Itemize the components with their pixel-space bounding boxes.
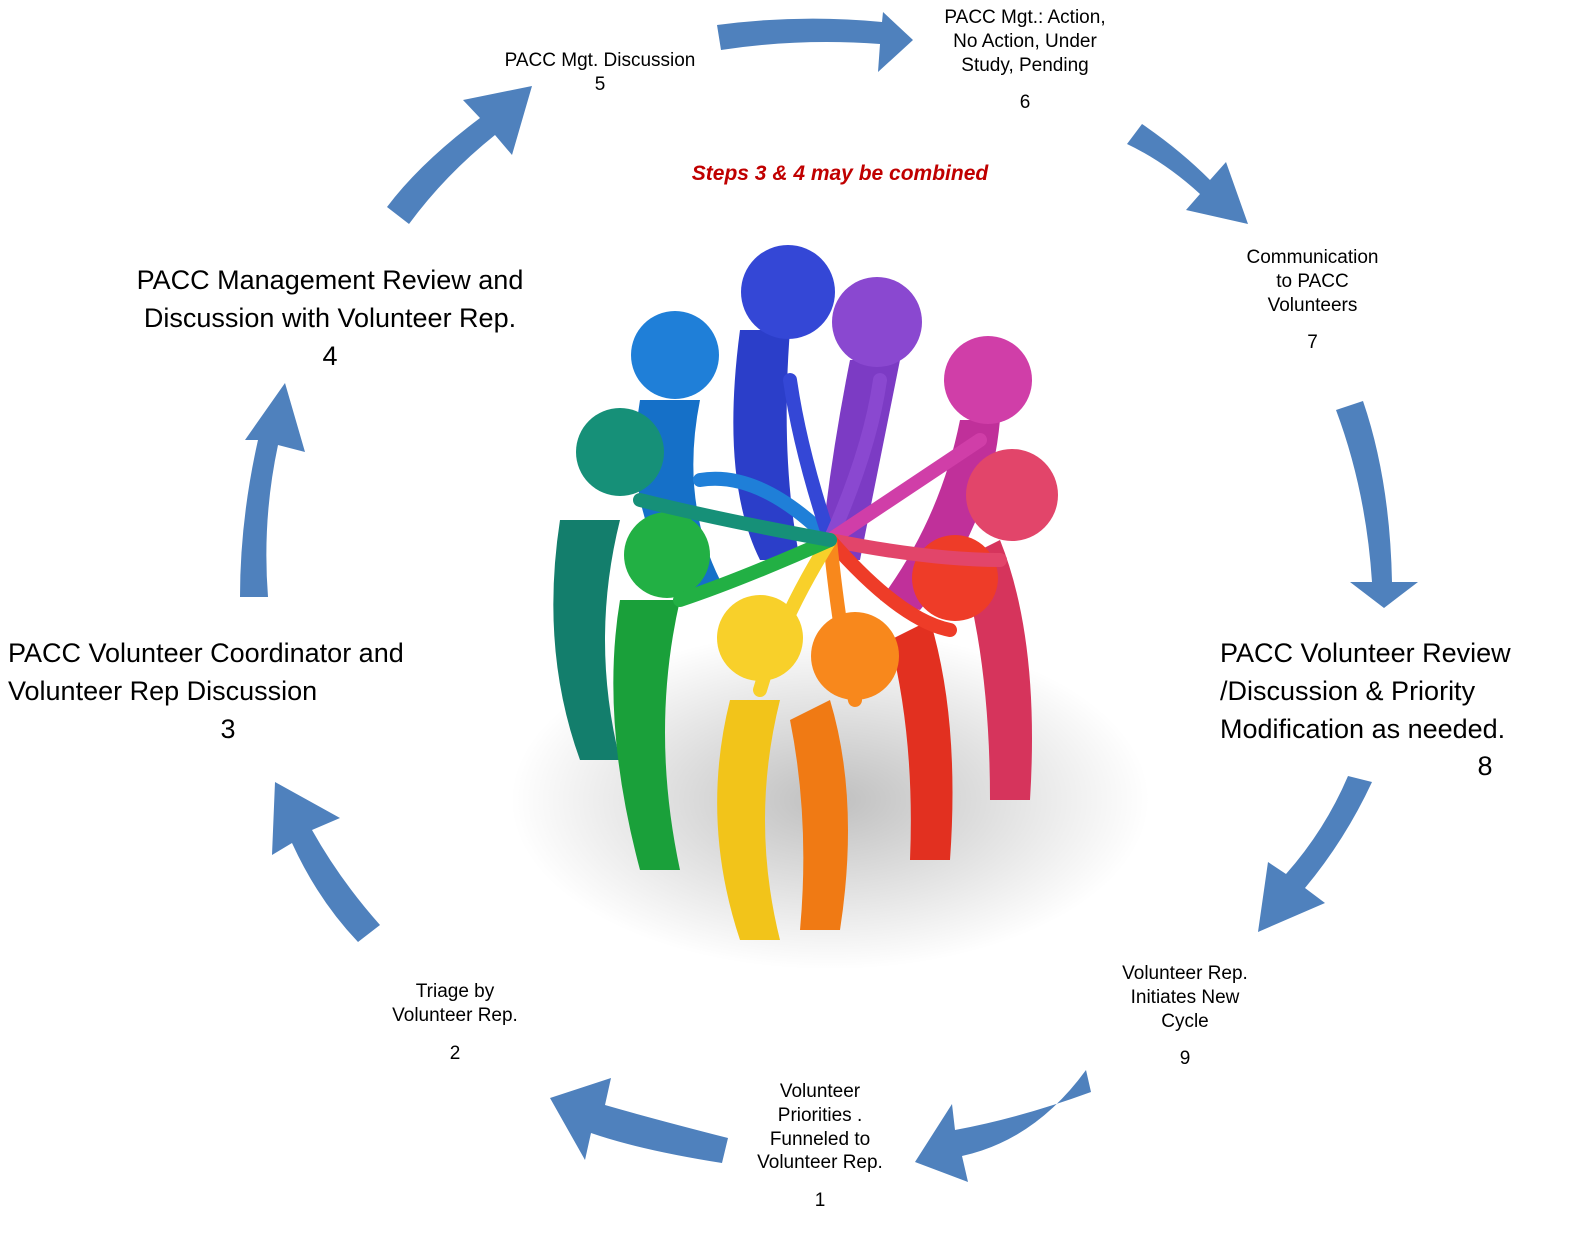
step-4-number: 4 [322, 340, 338, 371]
step-3: PACC Volunteer Coordinator and Volunteer… [8, 635, 448, 748]
step-8: PACC Volunteer Review /Discussion & Prio… [1220, 635, 1570, 786]
step-3-number: 3 [220, 713, 236, 744]
combined-steps-note: Steps 3 & 4 may be combined [691, 162, 989, 185]
step-9: Volunteer Rep. Initiates New Cycle 9 [1075, 962, 1295, 1071]
swirl-center [633, 373, 1007, 707]
step-5-label: PACC Mgt. Discussion [504, 50, 696, 71]
arrow-step1-to-step2 [550, 1078, 728, 1163]
step-7-number: 7 [1307, 332, 1318, 354]
step-1-label: Volunteer Priorities . Funneled to Volun… [757, 1081, 883, 1174]
step-1: Volunteer Priorities . Funneled to Volun… [700, 1080, 940, 1213]
arrow-step6-to-step7 [1127, 124, 1248, 224]
figure-teal [553, 408, 664, 760]
step-9-label: Volunteer Rep. Initiates New Cycle [1122, 963, 1248, 1032]
step-8-number: 8 [1477, 751, 1493, 782]
arrow-step5-to-step6 [717, 12, 913, 72]
arrow-step4-to-step5 [387, 86, 532, 224]
step-2-number: 2 [449, 1042, 461, 1064]
figure-green [613, 512, 710, 870]
step-1-number: 1 [814, 1190, 826, 1211]
step-7: Communication to PACC Volunteers 7 [1200, 246, 1425, 355]
step-4: PACC Management Review and Discussion wi… [110, 262, 550, 375]
arrow-step2-to-step3 [272, 782, 380, 942]
step-6: PACC Mgt.: Action, No Action, Under Stud… [910, 6, 1140, 115]
step-9-number: 9 [1179, 1048, 1191, 1070]
step-7-label: Communication to PACC Volunteers [1246, 247, 1379, 316]
arrow-step9-to-step1 [915, 1070, 1091, 1182]
step-6-number: 6 [1019, 92, 1031, 114]
figure-magenta [880, 336, 1032, 610]
step-5: PACC Mgt. Discussion 5 [460, 49, 740, 97]
figure-orange [790, 612, 899, 930]
step-3-label: PACC Volunteer Coordinator and Volunteer… [8, 638, 404, 706]
step-8-label: PACC Volunteer Review /Discussion & Prio… [1220, 638, 1511, 744]
step-2-label: Triage by Volunteer Rep. [392, 981, 518, 1026]
step-2: Triage by Volunteer Rep. 2 [340, 980, 570, 1065]
step-4-label: PACC Management Review and Discussion wi… [136, 265, 524, 333]
arrow-step3-to-step4 [240, 383, 305, 597]
arrow-step8-to-step9 [1258, 776, 1372, 932]
arrow-step7-to-step8 [1336, 401, 1418, 608]
step-5-number: 5 [594, 73, 606, 95]
step-6-label: PACC Mgt.: Action, No Action, Under Stud… [944, 7, 1106, 76]
